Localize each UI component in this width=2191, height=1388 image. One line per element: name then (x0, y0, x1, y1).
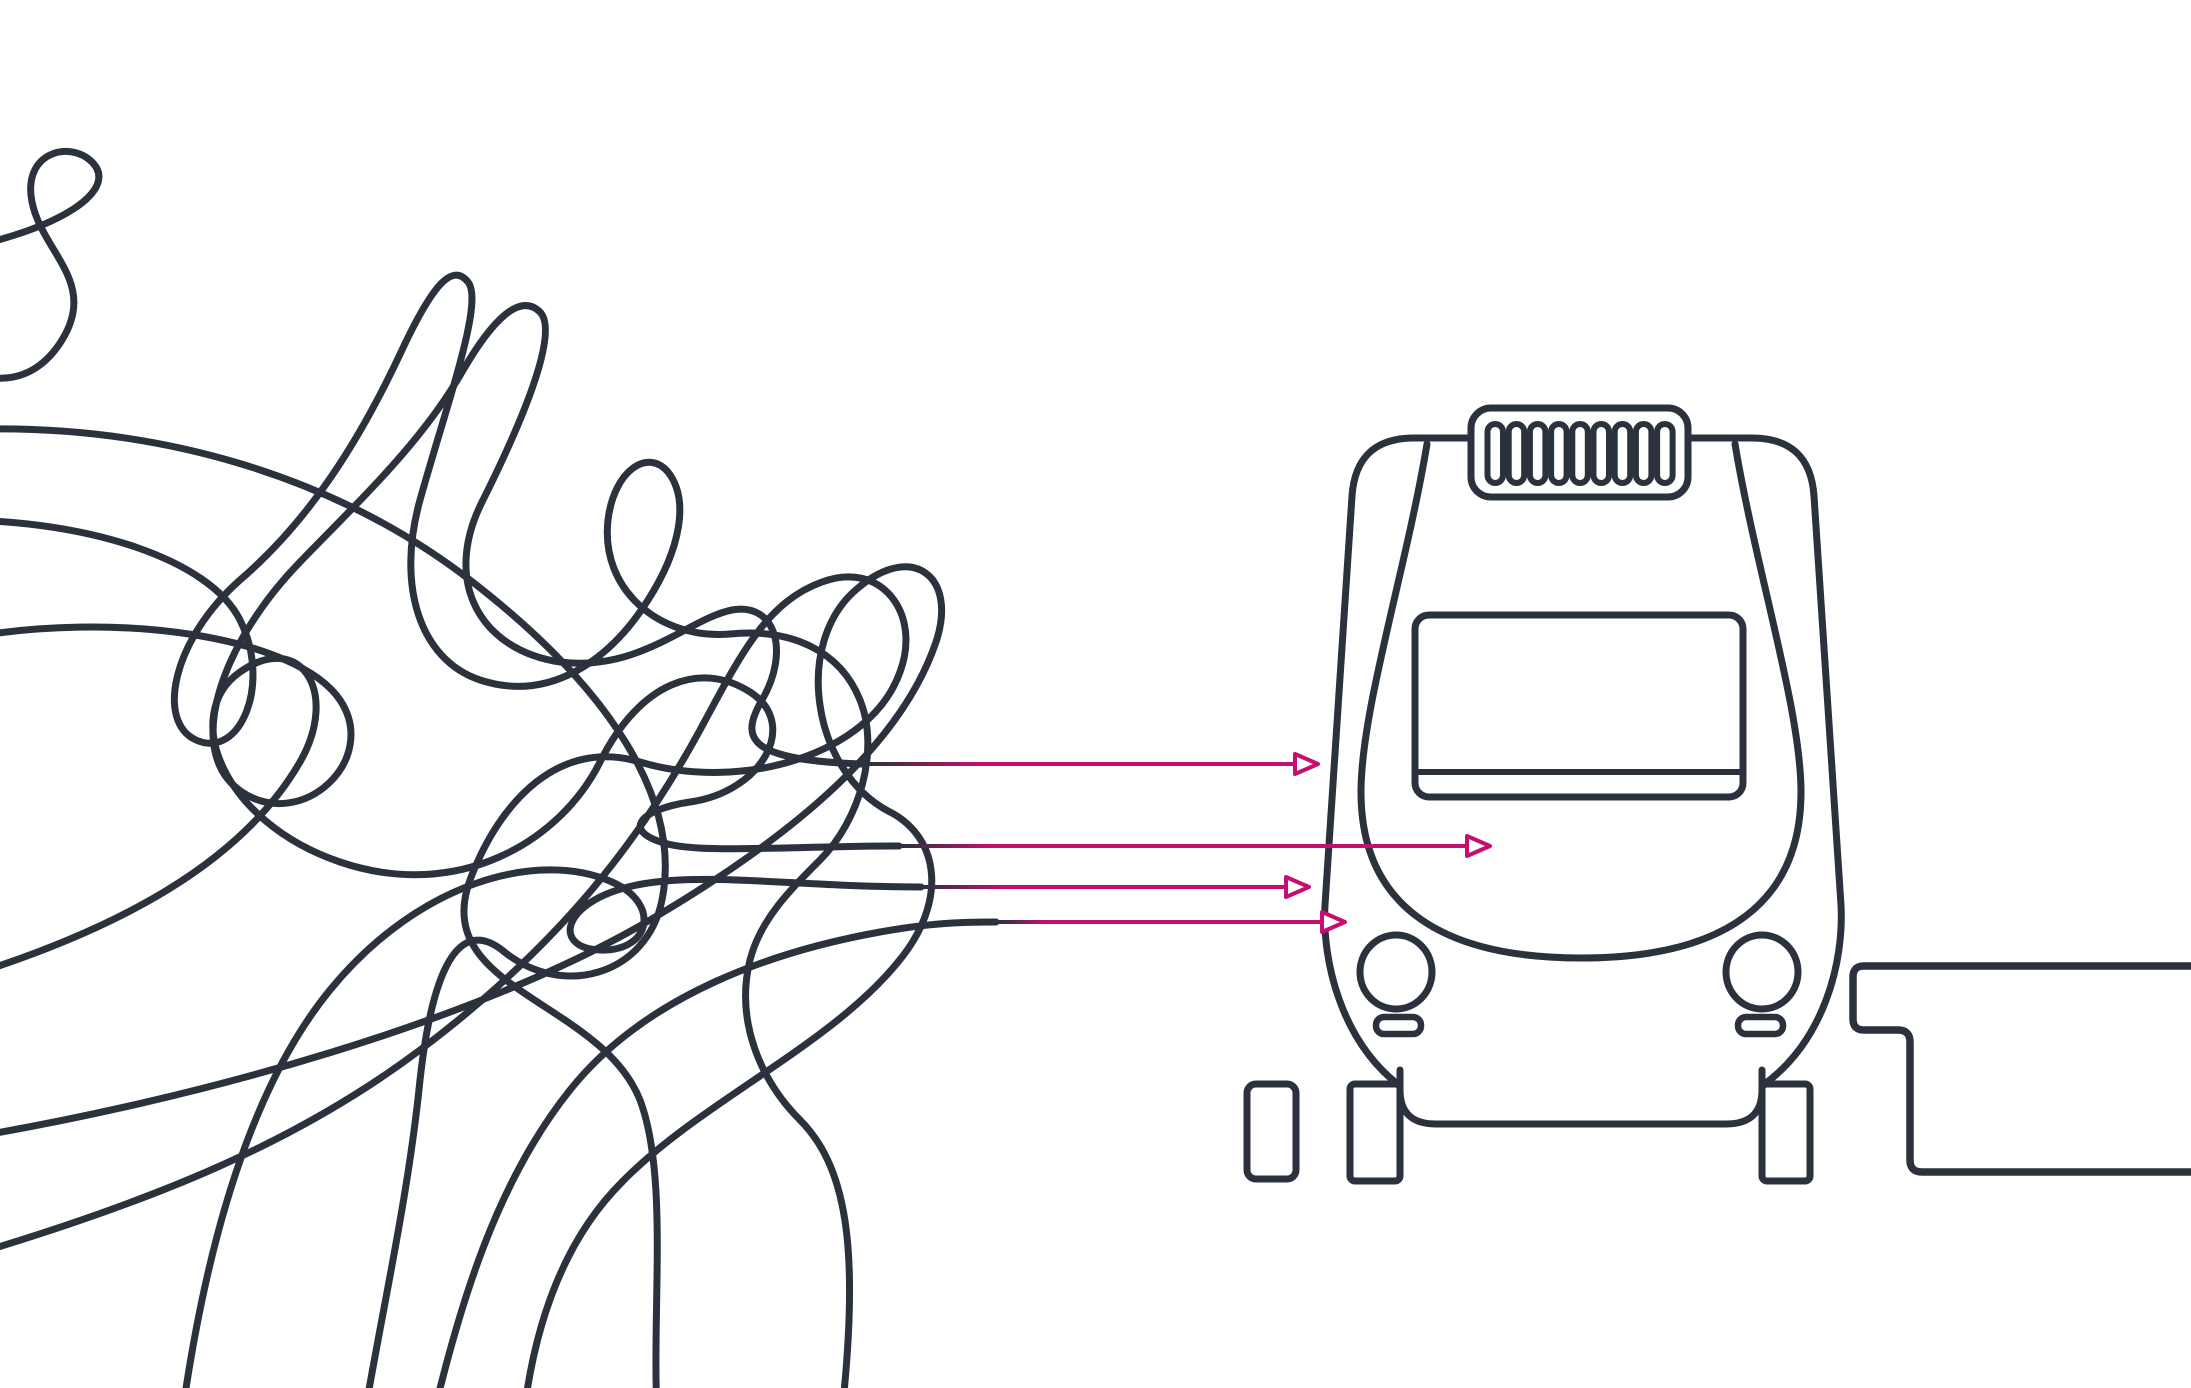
scribble-stroke (0, 271, 872, 1388)
train-grille-slot (1484, 421, 1506, 486)
train-bumper-leg-right (1758, 1080, 1814, 1185)
scribble-stroke (436, 918, 1000, 1388)
train-windscreen (1411, 611, 1747, 801)
train-grille-slot (1505, 421, 1528, 486)
flow-arrows (854, 752, 1492, 934)
train-grille-slot (1590, 421, 1612, 486)
train-bumper-leg-left (1346, 1080, 1404, 1185)
train-grille-slot (1654, 421, 1676, 486)
train-illustration (1321, 404, 1845, 1185)
scribble-stroke (0, 147, 103, 382)
train-grille-slot (1611, 421, 1634, 486)
train-lamp-right (1734, 1013, 1787, 1038)
flow-arrow-1-arrowhead-icon (1293, 752, 1320, 776)
flow-arrow-2-arrowhead-icon (1465, 834, 1492, 858)
train-lamp-left (1372, 1013, 1425, 1038)
train-chassis (1396, 1066, 1766, 1128)
train-headlight-left (1356, 931, 1436, 1013)
flow-arrow-2 (891, 834, 1492, 858)
scribble-stroke (0, 573, 910, 1388)
train-grille-slot (1526, 421, 1549, 486)
platform-edge (1849, 962, 2191, 1176)
scribble-stroke (0, 302, 866, 808)
flow-arrow-1 (854, 752, 1320, 776)
scribble-tangle (0, 147, 1000, 1388)
flow-arrow-3-arrowhead-icon (1284, 875, 1311, 899)
trackside-post (1243, 1080, 1300, 1183)
scribble-stroke (0, 563, 946, 1388)
train-front-face (1357, 440, 1805, 962)
flow-arrow-4-arrowhead-icon (1320, 910, 1347, 934)
train-grille-slot (1632, 421, 1655, 486)
train-grille-slot (1569, 421, 1591, 486)
flow-arrow-3 (913, 875, 1311, 899)
flow-arrow-4 (988, 910, 1347, 934)
scribble-stroke (0, 425, 669, 1388)
trackside-elements (1243, 962, 2191, 1183)
train-grille-slot (1548, 421, 1570, 486)
train-headlight-right (1722, 931, 1802, 1013)
scribble-stroke (182, 866, 925, 1388)
